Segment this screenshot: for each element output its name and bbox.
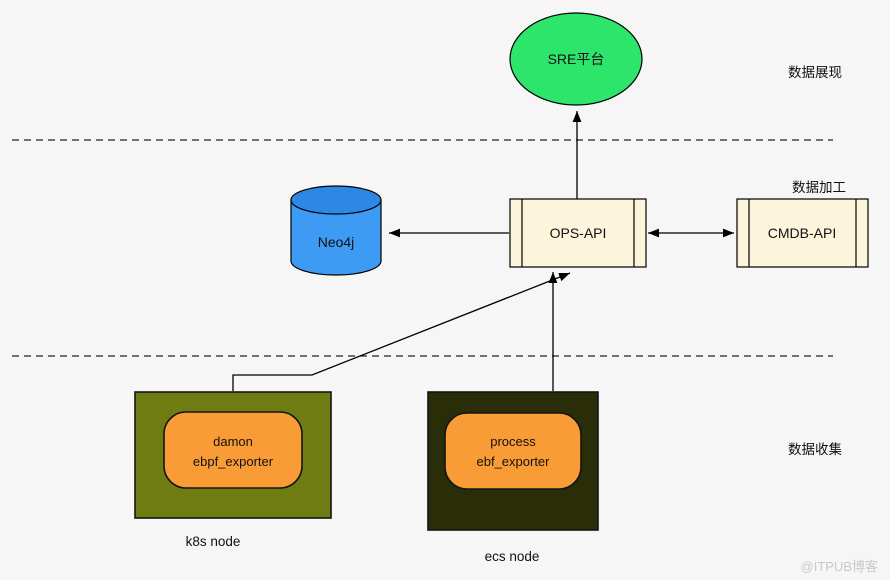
k8s-exporter-label-line1: damon — [213, 434, 253, 449]
cmdb-api-box — [736, 198, 869, 268]
sre-platform-node — [509, 12, 643, 106]
k8s-ebpf-exporter-box — [163, 411, 303, 489]
neo4j-label: Neo4j — [318, 234, 355, 250]
sre-platform-label: SRE平台 — [548, 51, 605, 67]
neo4j-cylinder-top — [290, 185, 382, 215]
arrow-k8s-to-ops-api — [232, 272, 571, 391]
k8s-exporter-label-line2: ebpf_exporter — [193, 454, 274, 469]
ecs-exporter-label-line1: process — [490, 434, 536, 449]
ecs-node-caption: ecs node — [485, 549, 540, 564]
ops-api-label: OPS-API — [550, 225, 607, 241]
ecs-ebf-exporter-box — [444, 412, 582, 490]
neo4j-cylinder-body — [290, 199, 382, 276]
zone-label-collection: 数据收集 — [788, 442, 842, 457]
watermark-text: @ITPUB博客 — [801, 559, 878, 574]
ecs-exporter-label-line2: ebf_exporter — [477, 454, 551, 469]
zone-label-display: 数据展现 — [788, 65, 842, 80]
zone-label-processing: 数据加工 — [792, 180, 846, 195]
cmdb-api-label: CMDB-API — [768, 225, 836, 241]
k8s-node-caption: k8s node — [186, 534, 241, 549]
ops-api-box — [509, 198, 647, 268]
